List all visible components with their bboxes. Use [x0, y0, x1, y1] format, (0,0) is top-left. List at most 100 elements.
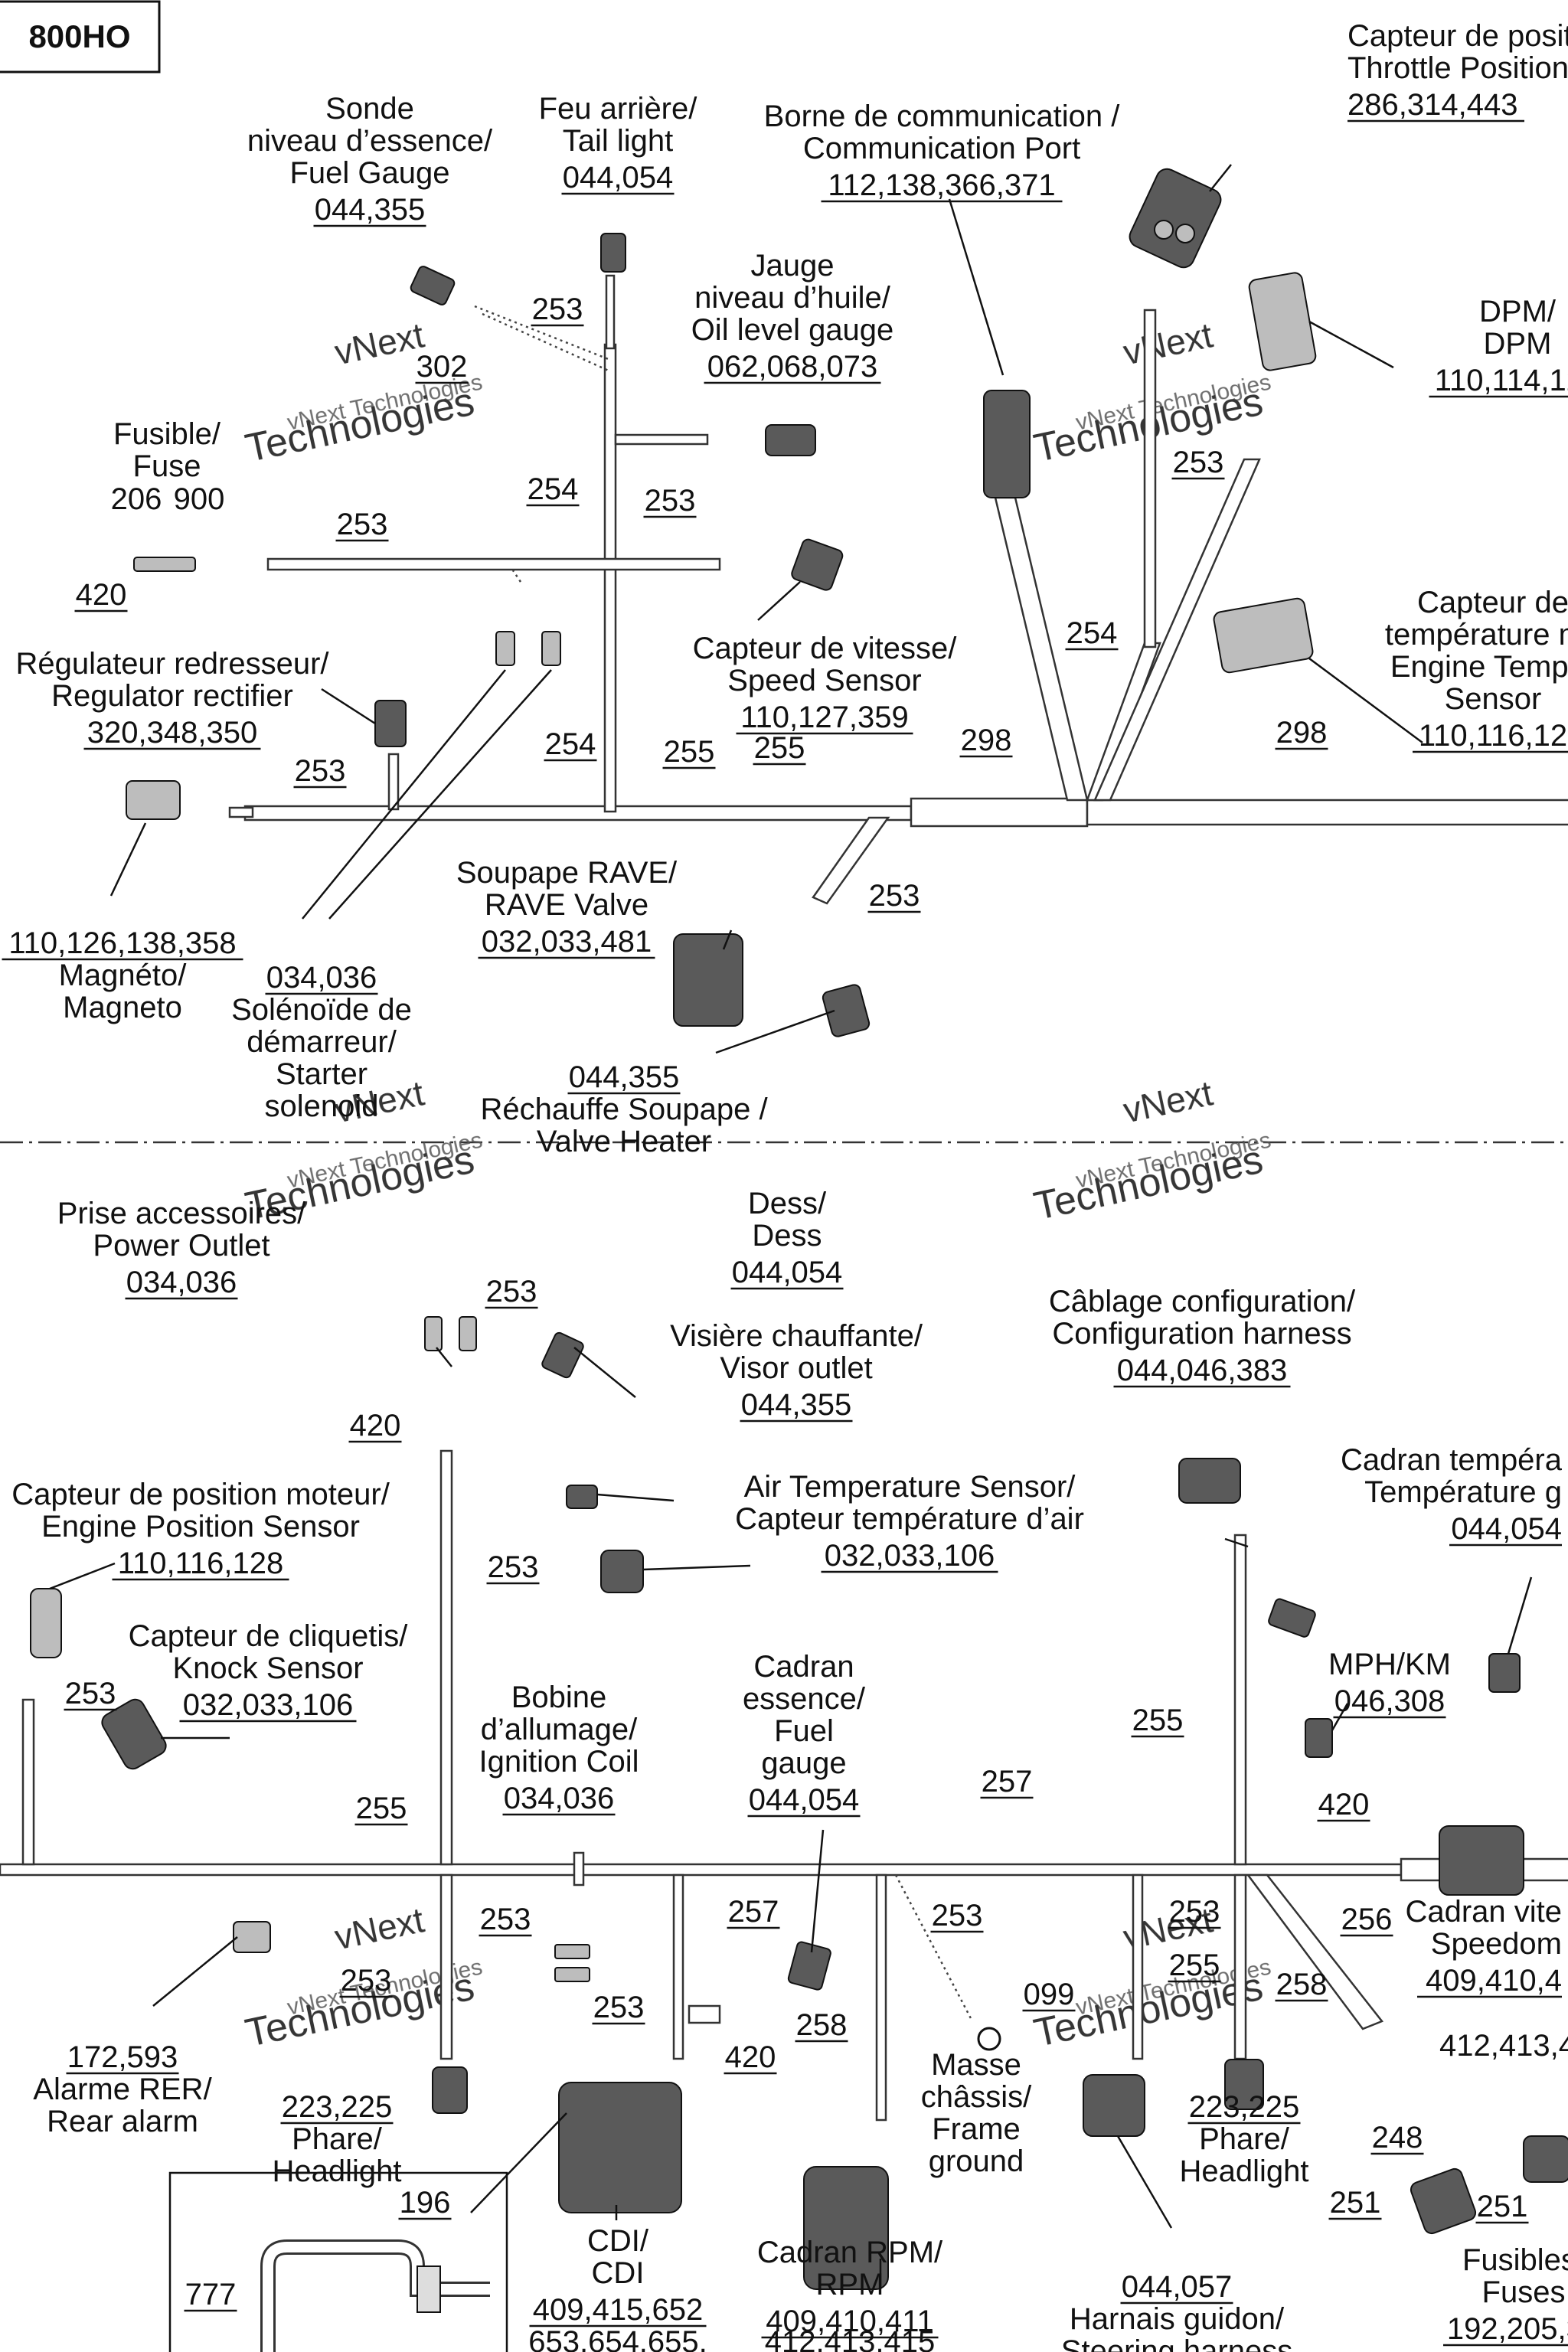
harness-bottom: [0, 1449, 1568, 2122]
ref-number: 251: [1330, 2186, 1381, 2220]
callout-engtemp-label: Engine Temper: [1390, 650, 1568, 684]
callout-engtemp-label: température mo: [1385, 618, 1568, 652]
callout-headlight1-numbers: 223,225: [282, 2090, 393, 2124]
ref-number: 254: [545, 727, 596, 761]
callout-airtemp: Air Temperature Sensor/Capteur températu…: [735, 1470, 1084, 1573]
callout-starter-label: Starter: [276, 1057, 368, 1091]
callout-tps-label: Throttle Position Sensor (TP: [1348, 51, 1568, 85]
harness-top: [228, 274, 1568, 905]
callout-valveheater-numbers: 044,355: [569, 1060, 680, 1094]
callout-speedo-label: Speedom: [1431, 1927, 1562, 1961]
callout-vitesse-label: Capteur de vitesse/: [693, 632, 958, 665]
callout-headlight2-label: Phare/: [1199, 2122, 1290, 2156]
callout-frameground-label: Masse: [931, 2048, 1021, 2082]
callout-vitesse: Capteur de vitesse/Speed Sensor110,127,3…: [693, 632, 958, 735]
callout-frameground-label: Frame: [932, 2112, 1021, 2146]
callout-rave-label: Soupape RAVE/: [456, 856, 678, 890]
callout-speedo-label: Cadran vite: [1405, 1895, 1562, 1929]
ref-number: 255: [1169, 1949, 1220, 1982]
svg-text:Technologies: Technologies: [242, 380, 479, 472]
callout-tps-label: Capteur de position d’accéléra: [1348, 19, 1568, 53]
callout-borne-numbers: 112,138,366,371: [828, 168, 1055, 202]
callout-rave-label: RAVE Valve: [485, 888, 648, 922]
callout-starter-label: Solénoïde de: [231, 993, 412, 1027]
callout-config-label: Câblage configuration/: [1049, 1285, 1356, 1318]
callout-engtemp-label: Sensor: [1445, 682, 1542, 716]
callout-dpm-label: DPM: [1484, 327, 1552, 361]
callout-vitesse-label: Speed Sensor: [727, 664, 922, 697]
callout-valveheater-label: Valve Heater: [537, 1125, 711, 1158]
ref-number: 255: [1132, 1704, 1184, 1737]
callout-steering-label: Harnais guidon/: [1070, 2302, 1285, 2336]
callout-engpos-label: Engine Position Sensor: [41, 1510, 360, 1544]
callout-sonde-label: Fuel Gauge: [289, 156, 449, 190]
callout-airtemp-numbers: 032,033,106: [825, 1539, 995, 1573]
callout-sonde-numbers: 044,355: [315, 193, 426, 227]
callout-fuses-label: Fusibles/: [1462, 2243, 1568, 2277]
callout-magneto-label: Magnéto/: [59, 959, 188, 992]
callout-cdi-numbers: 409,415,652: [533, 2293, 703, 2327]
callout-knock-label: Knock Sensor: [172, 1651, 363, 1685]
ref-number: 254: [1067, 616, 1118, 650]
callout-jauge-numbers: 062,068,073: [707, 350, 877, 384]
ref-number: 255: [356, 1792, 407, 1825]
callout-dess-label: Dess/: [748, 1187, 827, 1220]
callout-headlight1-label: Headlight: [272, 2154, 401, 2188]
ref-number: 253: [1173, 446, 1224, 479]
callout-coil-numbers: 034,036: [504, 1782, 615, 1815]
callout-fuse-label: Fuse: [133, 449, 201, 483]
callout-config: Câblage configuration/Configuration harn…: [1049, 1285, 1356, 1388]
ref-number: 777: [185, 2278, 237, 2311]
callout-steering-label: Steering harness: [1061, 2334, 1292, 2352]
callout-magneto-label: Magneto: [63, 991, 182, 1024]
callout-engtemp-label: Capteur de: [1417, 586, 1568, 619]
callout-borne-label: Communication Port: [803, 132, 1080, 165]
callout-visor-label: Visor outlet: [720, 1351, 872, 1385]
ref-number: 099: [1024, 1978, 1075, 2011]
ref-number: 253: [593, 1991, 645, 2024]
callout-regulateur-label: Régulateur redresseur/: [15, 647, 329, 681]
callout-cadranfuel-label: Fuel: [774, 1714, 834, 1748]
callout-dess-label: Dess: [752, 1219, 822, 1253]
svg-text:vNext: vNext: [332, 1900, 428, 1957]
callout-visor-numbers: 044,355: [741, 1388, 852, 1422]
callout-rearalarm-label: Rear alarm: [47, 2105, 198, 2138]
callout-cadranfuel-label: essence/: [743, 1682, 866, 1716]
ref-number: 302: [416, 350, 468, 384]
callout-airtemp-label: Capteur température d’air: [735, 1502, 1084, 1536]
callout-outlet-label: Prise accessoires/: [57, 1197, 306, 1230]
svg-text:vNext: vNext: [332, 315, 428, 372]
connectors-top: [126, 168, 1317, 1037]
ref-number: 420: [725, 2040, 776, 2074]
callout-jauge-label: Jauge: [751, 249, 835, 283]
callout-fuses-label: Fuses: [1482, 2275, 1566, 2309]
ref-number: 251: [1477, 2190, 1528, 2223]
ref-number: 253: [869, 879, 920, 913]
ref-number: 258: [1276, 1968, 1328, 2001]
ref-number: 253: [337, 508, 388, 541]
leader-lines: [49, 164, 1533, 2289]
callout-jauge-label: Oil level gauge: [691, 313, 894, 347]
callout-frameground-label: châssis/: [921, 2080, 1032, 2114]
callout-fuses-numbers: 192,205,38: [1447, 2312, 1568, 2346]
callout-knock: Capteur de cliquetis/Knock Sensor032,033…: [129, 1619, 408, 1723]
callout-coil-label: d’allumage/: [481, 1713, 638, 1746]
callout-steering-numbers: 044,057: [1122, 2270, 1233, 2304]
callout-rpm-numbers: 409,410,411: [766, 2305, 933, 2338]
callout-mph-numbers: 046,308: [1334, 1684, 1446, 1718]
ref-number: 253: [295, 754, 346, 788]
